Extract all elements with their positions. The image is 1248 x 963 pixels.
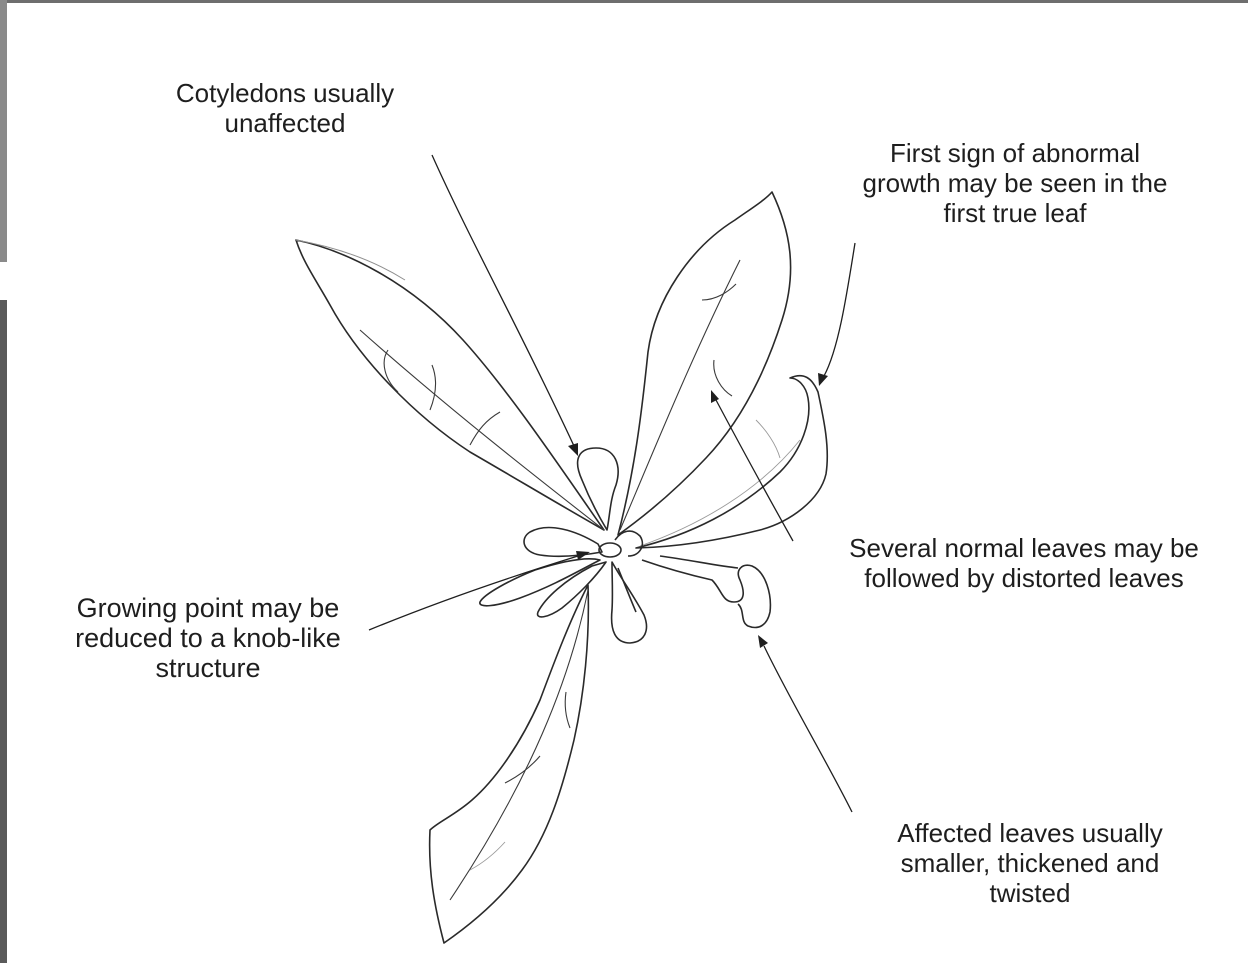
leaf-upper-right: [618, 192, 791, 535]
label-cotyledons: Cotyledons usually unaffected: [110, 78, 460, 138]
leaf-right-twisted: [642, 556, 770, 627]
leaf-lower-small: [538, 562, 647, 643]
label-several-normal-leaves: Several normal leaves may be followed by…: [800, 533, 1248, 593]
growing-point-knob: [599, 531, 642, 557]
label-first-sign: First sign of abnormal growth may be see…: [800, 138, 1230, 228]
pointer-affected-leaves: [758, 635, 852, 812]
pointer-first-sign: [818, 243, 855, 386]
leaf-right-distorted: [636, 376, 827, 548]
leaf-upper-left: [296, 240, 604, 530]
pointer-several-normal: [711, 390, 793, 541]
label-affected-leaves: Affected leaves usually smaller, thicken…: [820, 818, 1240, 908]
label-growing-point: Growing point may be reduced to a knob-l…: [18, 593, 398, 683]
leaf-lower-large: [430, 585, 589, 943]
